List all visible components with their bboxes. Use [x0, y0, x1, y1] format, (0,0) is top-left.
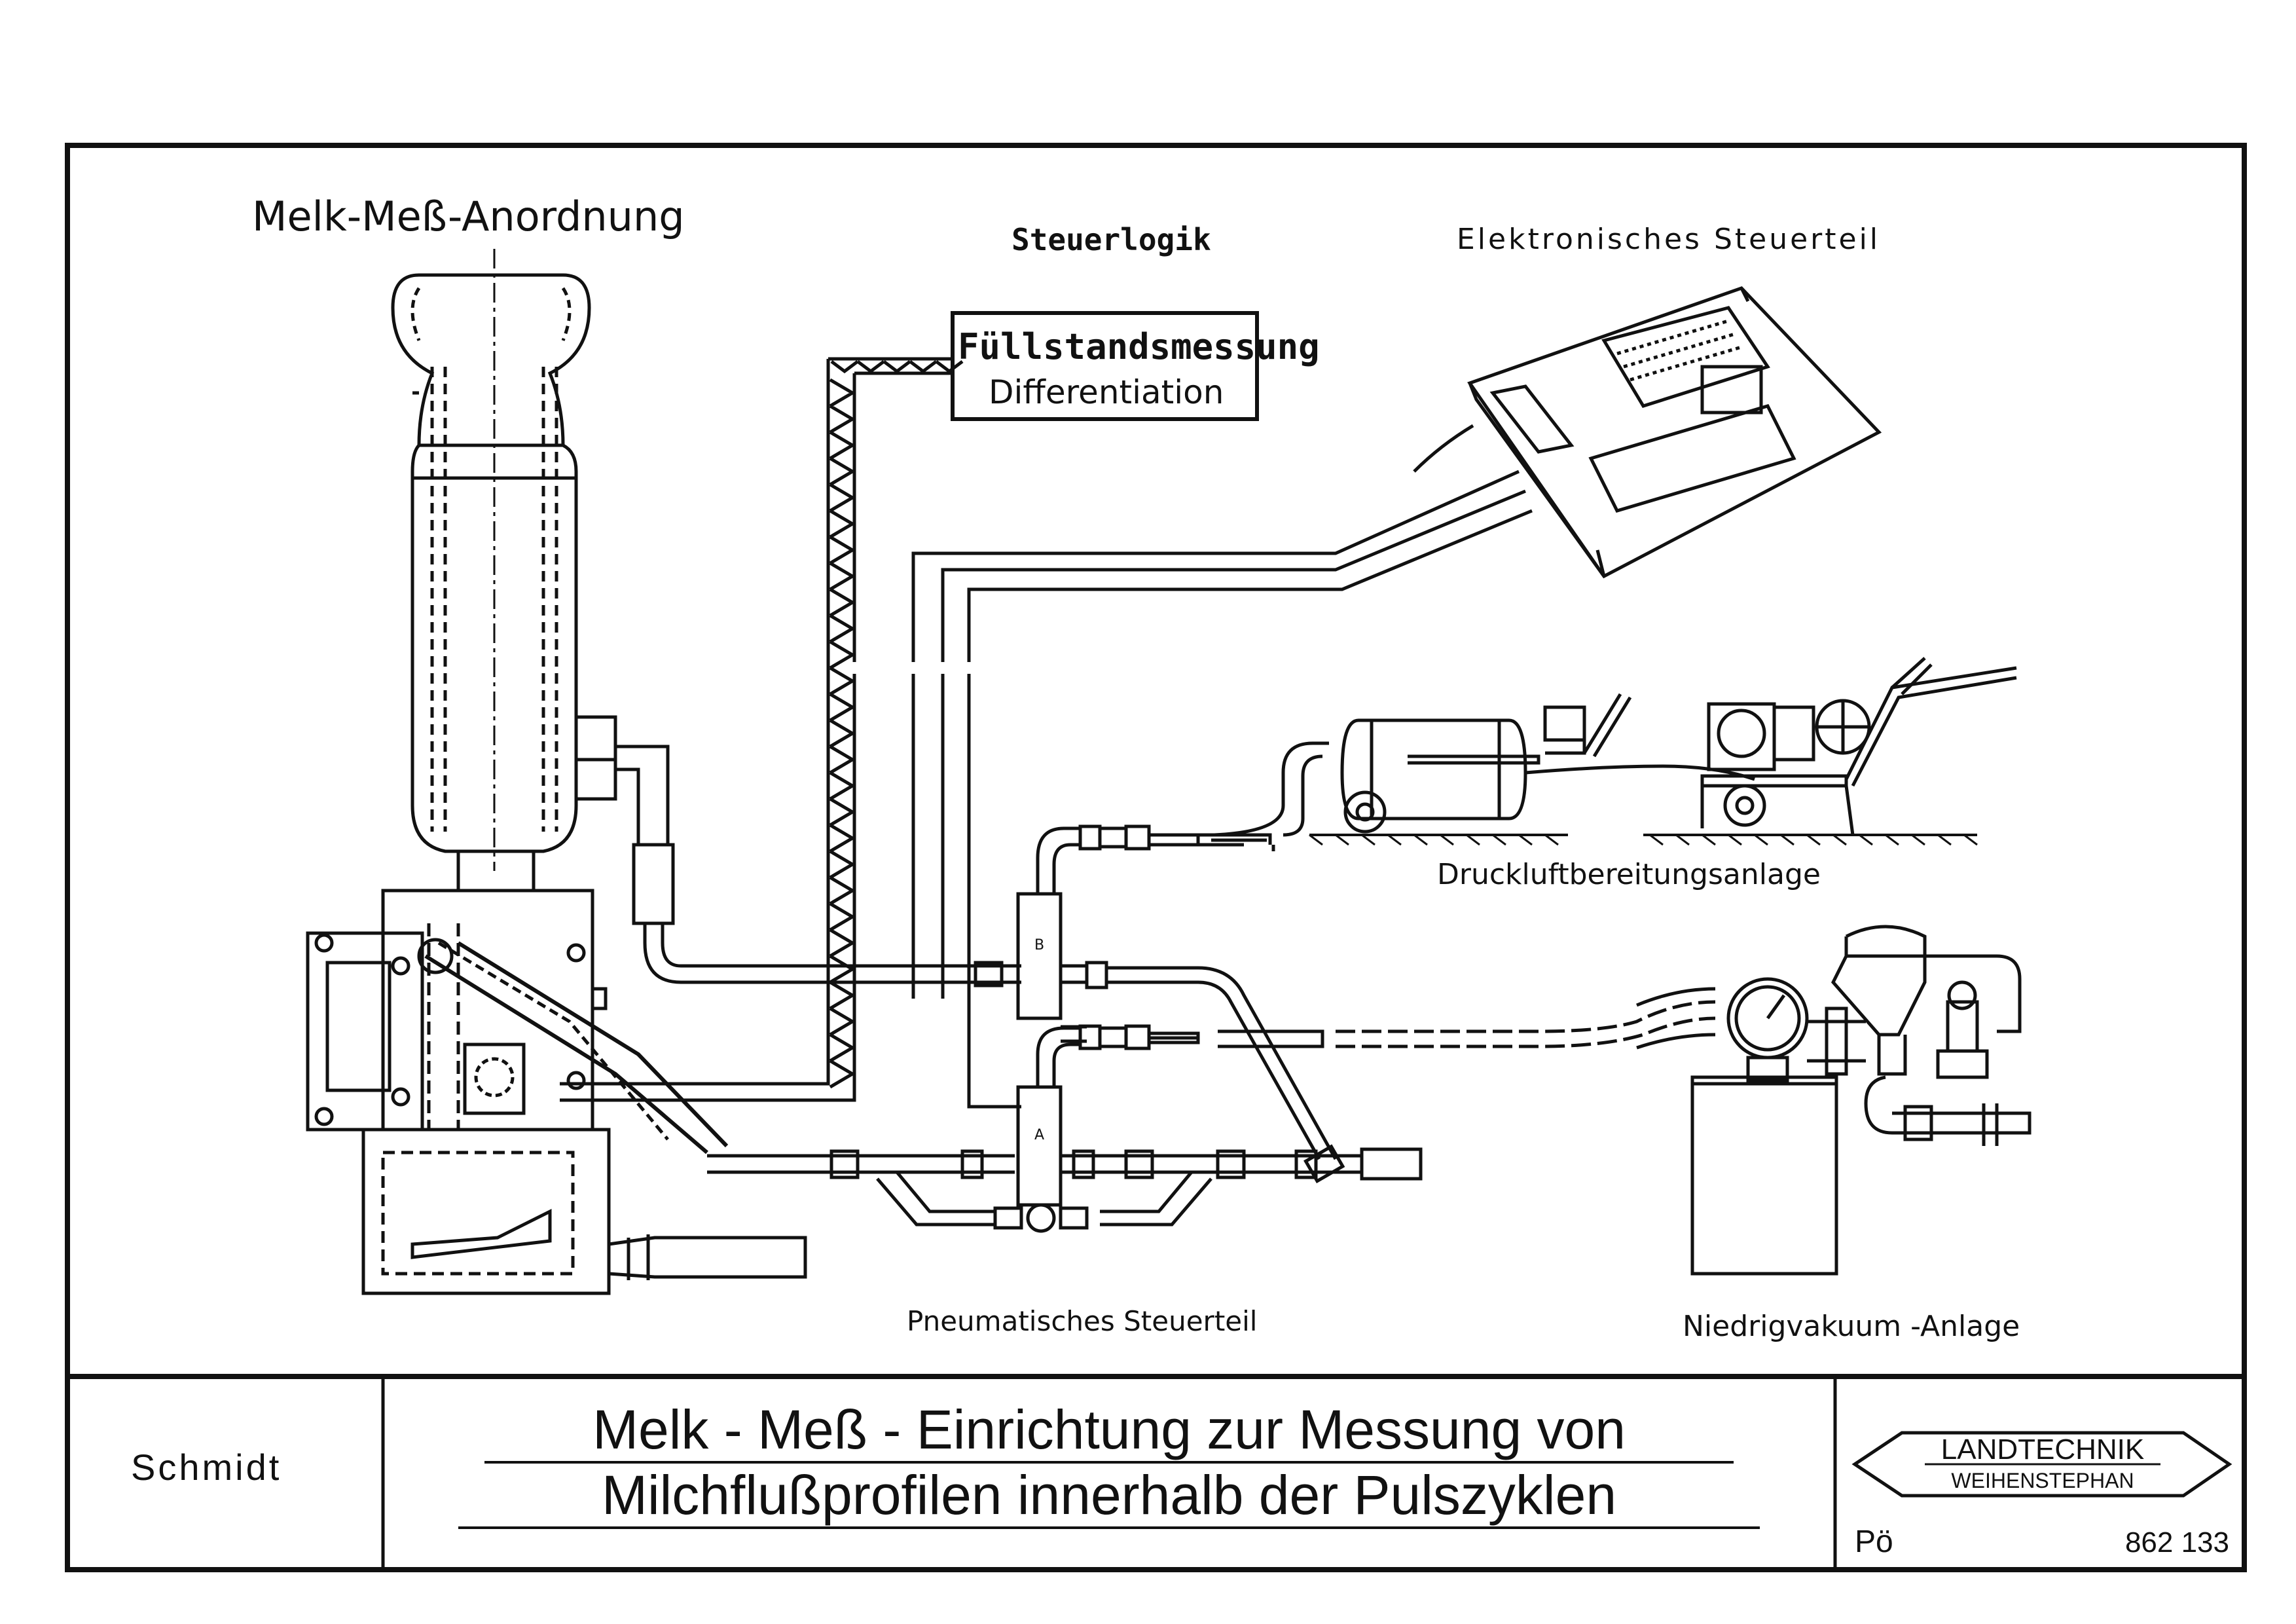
author-name: Schmidt: [131, 1447, 282, 1488]
low-vacuum-unit: [1690, 925, 2032, 1276]
valve-a-label: A: [1034, 1127, 1044, 1143]
milk-measuring-vessel: [391, 249, 675, 943]
base-housing: [306, 889, 807, 1295]
landtechnik-logo: LANDTECHNIK WEIHENSTEPHAN: [1851, 1431, 2232, 1498]
valve-a: [1016, 1024, 1200, 1207]
valve-b: [1016, 824, 1200, 1020]
drawing-initials: Pö: [1855, 1524, 1893, 1559]
section-title: Melk-Meß-Anordnung: [252, 193, 685, 240]
piping: [643, 741, 1716, 1233]
drawing-frame: [65, 143, 2247, 1572]
control-cable: [560, 357, 964, 1102]
elektronisches-steuerteil-label: Elektronisches Steuerteil: [1457, 223, 1880, 256]
pneumatisch-label: Pneumatisches Steuerteil: [907, 1305, 1257, 1337]
logo-bottom-text: WEIHENSTEPHAN: [1951, 1469, 2134, 1492]
electronic-control-unit: [1413, 286, 1882, 579]
compressed-air-unit: [1309, 657, 2017, 846]
drawing-number: 862 133: [2125, 1526, 2229, 1559]
fuellstand-box-line1: Füllstandsmessung: [958, 326, 1320, 367]
druckluft-label: Druckluftbereitungsanlage: [1437, 858, 1821, 891]
title-line-1: Melk - Meß - Einrichtung zur Messung von: [592, 1399, 1626, 1460]
steuerlogik-label: Steuerlogik: [1011, 222, 1211, 257]
logo-top-text: LANDTECHNIK: [1941, 1433, 2145, 1466]
title-line-2: Milchflußprofilen innerhalb der Pulszykl…: [602, 1464, 1616, 1526]
fuellstand-box-line2: Differentiation: [989, 373, 1224, 411]
fuellstand-box: [951, 311, 1259, 421]
signal-lines: [845, 470, 1533, 1109]
valve-b-label: B: [1034, 937, 1044, 953]
niedrigvakuum-label: Niedrigvakuum -Anlage: [1683, 1310, 2020, 1343]
